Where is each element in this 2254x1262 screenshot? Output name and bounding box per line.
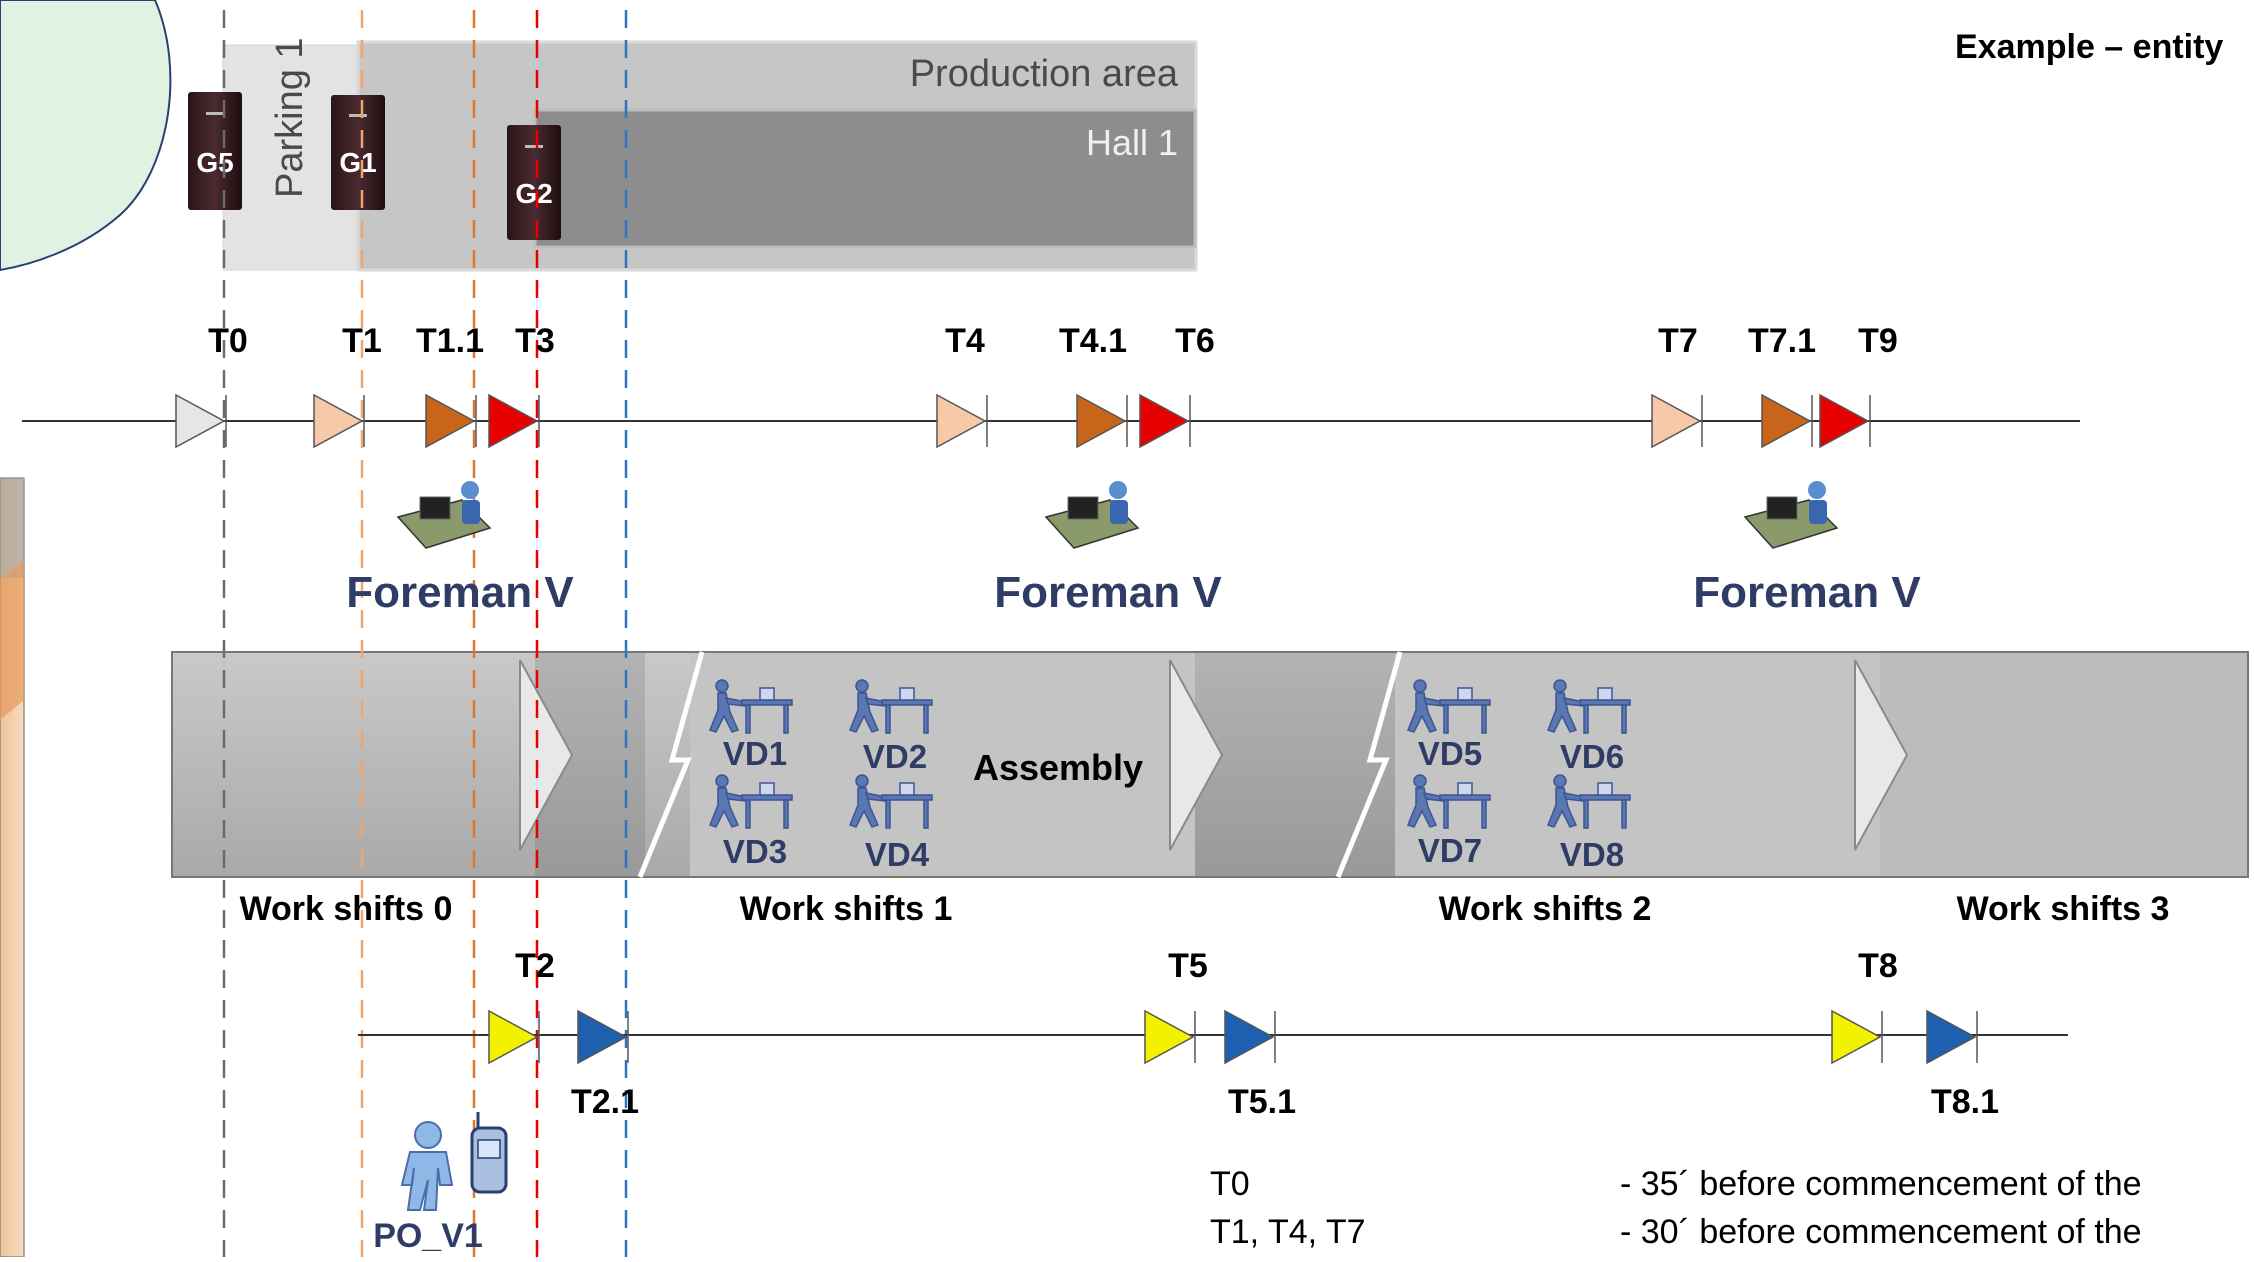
worker-icon <box>849 679 933 734</box>
top-time-label-t7-1: T7.1 <box>1748 322 1816 360</box>
work-shift-label-3: Work shifts 3 <box>1957 890 2170 928</box>
worker-label-vd3: VD3 <box>723 833 787 870</box>
assembly-label: Assembly <box>973 747 1143 788</box>
foreman-label: Foreman V <box>994 568 1222 617</box>
legend: T0 - 35´ before commencement of the T1, … <box>1210 1165 2142 1251</box>
gate-g5: G5 <box>188 92 242 210</box>
bottom-time-label-t5: T5 <box>1168 947 1208 985</box>
bottom-marker-4 <box>1831 1009 1883 1065</box>
work-shift-label-1: Work shifts 1 <box>740 890 953 928</box>
computer-desk-icon <box>1743 481 1839 549</box>
legend-desc-0: - 35´ before commencement of the <box>1620 1165 2142 1203</box>
worker-icon <box>1547 679 1631 734</box>
top-marker-7 <box>1651 393 1703 449</box>
legend-desc-1: - 30´ before commencement of the <box>1620 1213 2142 1251</box>
worker-icon <box>709 774 793 829</box>
parking-label: Parking 1 <box>269 37 311 198</box>
top-marker-2 <box>425 393 477 449</box>
worker-icon <box>709 679 793 734</box>
worker-icon <box>1547 774 1631 829</box>
top-marker-4 <box>936 393 988 449</box>
top-time-label-t0: T0 <box>208 322 248 360</box>
work-shift-label-2: Work shifts 2 <box>1439 890 1652 928</box>
top-time-label-t9: T9 <box>1858 322 1898 360</box>
worker-label-vd2: VD2 <box>863 738 927 775</box>
top-time-label-t6: T6 <box>1175 322 1215 360</box>
bottom-marker-0 <box>488 1009 540 1065</box>
computer-desk-icon <box>396 481 492 549</box>
top-marker-8 <box>1761 393 1813 449</box>
foreman-label: Foreman V <box>1693 568 1921 617</box>
area-boxes: Production area Hall 1 Parking 1 <box>222 37 1198 272</box>
bottom-time-label-t2: T2 <box>515 947 555 985</box>
bottom-marker-5 <box>1926 1009 1978 1065</box>
computer-desk-icon <box>1044 481 1140 549</box>
work-shift-label-0: Work shifts 0 <box>240 890 453 928</box>
bottom-time-label-t5-1: T5.1 <box>1228 1083 1296 1121</box>
left-decoration <box>0 0 172 1258</box>
production-area-label: Production area <box>910 53 1179 95</box>
bottom-marker-3 <box>1224 1009 1276 1065</box>
worker-label-vd8: VD8 <box>1560 836 1624 873</box>
bottom-marker-1 <box>577 1009 629 1065</box>
top-marker-6 <box>1139 393 1191 449</box>
gate-g1: G1 <box>331 95 385 210</box>
bottom-time-label-t2-1: T2.1 <box>571 1083 639 1121</box>
top-time-label-t4-1: T4.1 <box>1059 322 1127 360</box>
top-time-label-t3: T3 <box>515 322 555 360</box>
worker-label-vd7: VD7 <box>1418 832 1482 869</box>
worker-label-vd1: VD1 <box>723 735 787 772</box>
svg-text:G5: G5 <box>196 147 233 178</box>
top-time-label-t1-1: T1.1 <box>416 322 484 360</box>
person-label: PO_V1 <box>373 1217 483 1255</box>
top-marker-1 <box>313 393 365 449</box>
worker-icon <box>1407 679 1491 734</box>
person-icon <box>400 1121 454 1211</box>
phone-icon <box>470 1112 508 1194</box>
work-shifts-band: Assembly <box>171 651 2249 878</box>
foreman-label: Foreman V <box>346 568 574 617</box>
legend-key-1: T1, T4, T7 <box>1210 1213 1366 1251</box>
top-time-label-t1: T1 <box>342 322 382 360</box>
bottom-marker-2 <box>1144 1009 1196 1065</box>
hall-box <box>533 108 1197 249</box>
svg-text:G2: G2 <box>515 178 552 209</box>
worker-label-vd4: VD4 <box>865 836 930 873</box>
worker-label-vd6: VD6 <box>1560 738 1624 775</box>
gate-g2: G2 <box>507 125 561 240</box>
worker-icon <box>849 774 933 829</box>
top-time-label-t7: T7 <box>1658 322 1698 360</box>
top-marker-9 <box>1819 393 1871 449</box>
bottom-time-label-t8-1: T8.1 <box>1931 1083 1999 1121</box>
top-marker-0 <box>175 393 227 449</box>
worker-icons <box>709 679 1631 829</box>
svg-text:G1: G1 <box>339 147 376 178</box>
top-marker-3 <box>488 393 540 449</box>
worker-icon <box>1407 774 1491 829</box>
top-time-label-t4: T4 <box>945 322 985 360</box>
foreman-2: Foreman V <box>1693 481 1921 617</box>
top-marker-5 <box>1076 393 1128 449</box>
foreman-1: Foreman V <box>994 481 1222 617</box>
bottom-time-label-t8: T8 <box>1858 947 1898 985</box>
legend-key-0: T0 <box>1210 1165 1250 1203</box>
worker-label-vd5: VD5 <box>1418 735 1482 772</box>
hall-label: Hall 1 <box>1086 122 1178 163</box>
example-title: Example – entity <box>1955 28 2223 66</box>
foreman-0: Foreman V <box>346 481 574 617</box>
